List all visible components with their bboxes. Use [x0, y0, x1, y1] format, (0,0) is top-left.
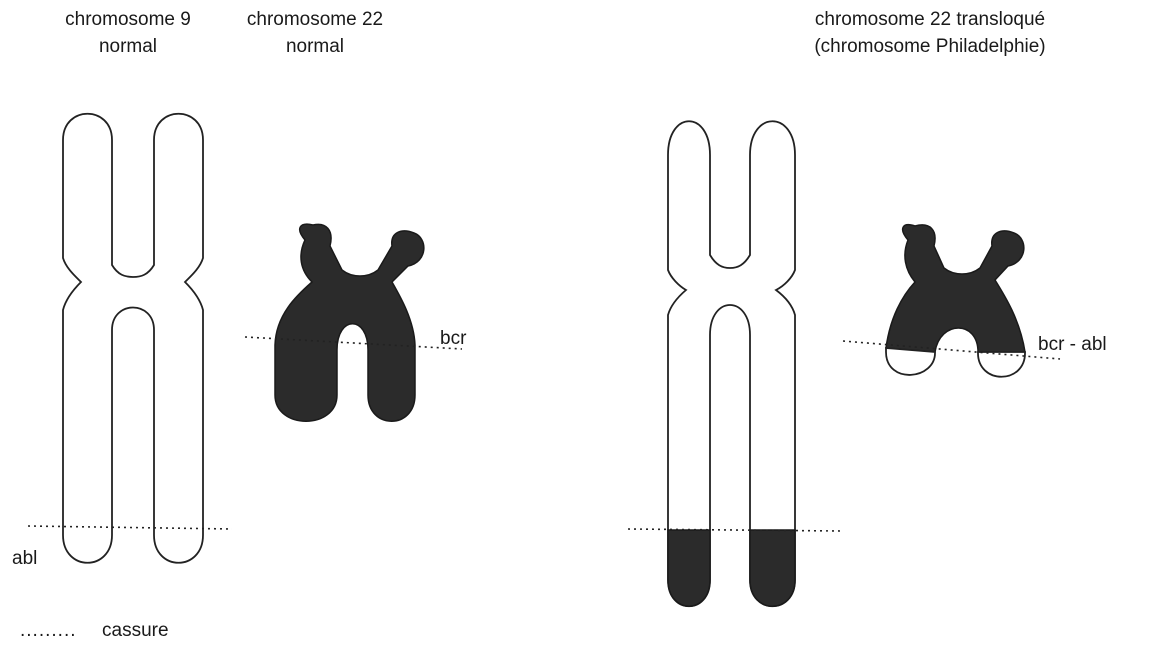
derivative-break-line — [628, 529, 840, 531]
chromosome-9-normal — [63, 114, 203, 563]
bcr-abl-label: bcr - abl — [1038, 334, 1107, 356]
abl-label: abl — [12, 548, 37, 570]
chromosome-22-normal — [275, 224, 424, 421]
chromosome-9-derivative-tip-left — [668, 530, 710, 606]
bcr-label: bcr — [440, 328, 466, 350]
philadelphia-break-line — [843, 341, 1060, 359]
philadelphia-tip-left — [886, 348, 935, 375]
chromosome-9-derivative-tip-right — [750, 530, 795, 606]
philadelphia-chromosome — [886, 225, 1025, 352]
legend-cassure-label: cassure — [102, 620, 169, 642]
legend-dots: ......... — [20, 620, 77, 642]
